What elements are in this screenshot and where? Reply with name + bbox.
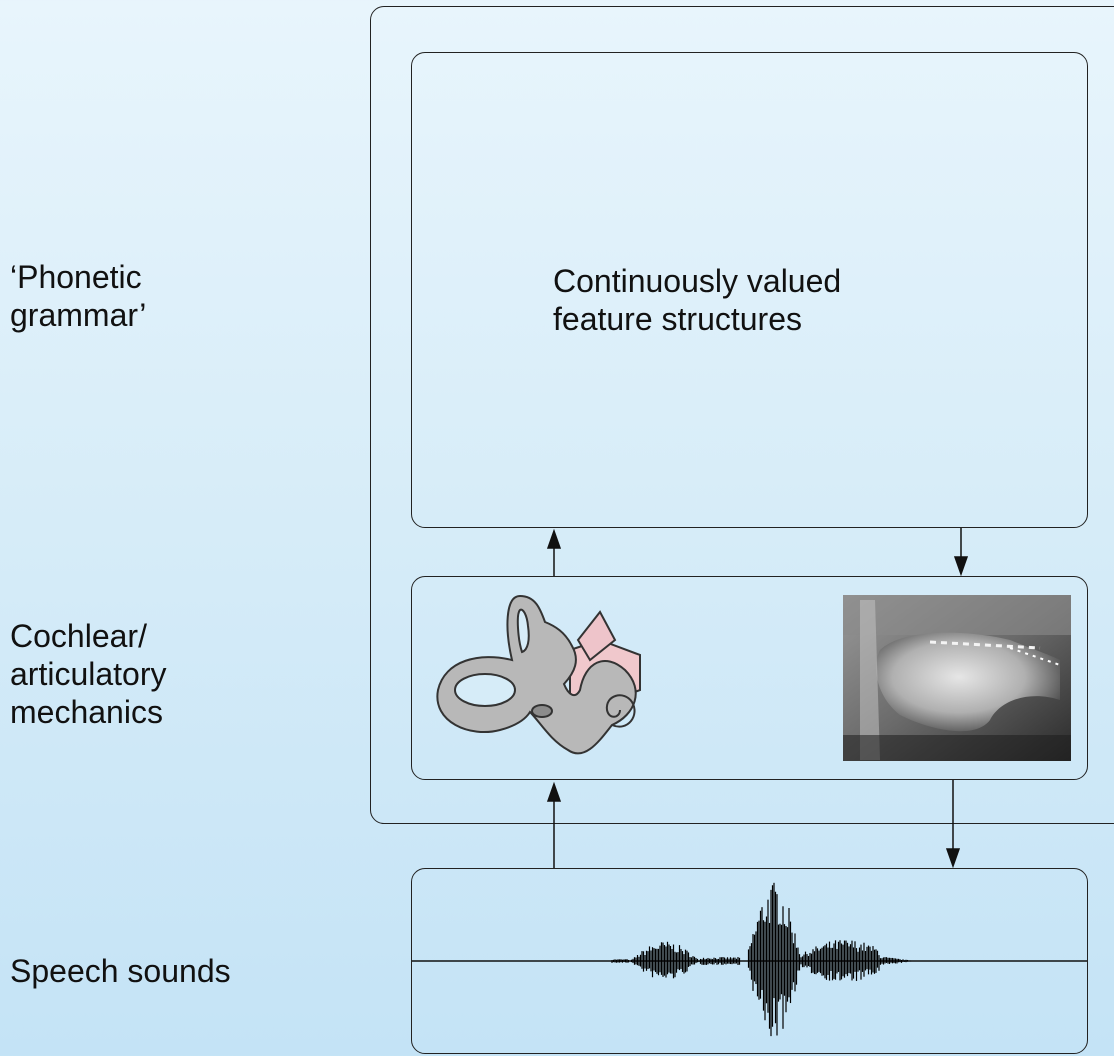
arrow-mechanics-to-feature	[548, 531, 560, 576]
arrow-mechanics-to-speech	[947, 780, 959, 866]
arrow-feature-to-mechanics	[955, 528, 967, 574]
vocal-tract-xray-image	[843, 595, 1071, 761]
inner-ear-cochlea-icon	[437, 596, 640, 753]
arrow-speech-to-mechanics	[548, 784, 560, 868]
speech-waveform	[412, 883, 1087, 1036]
